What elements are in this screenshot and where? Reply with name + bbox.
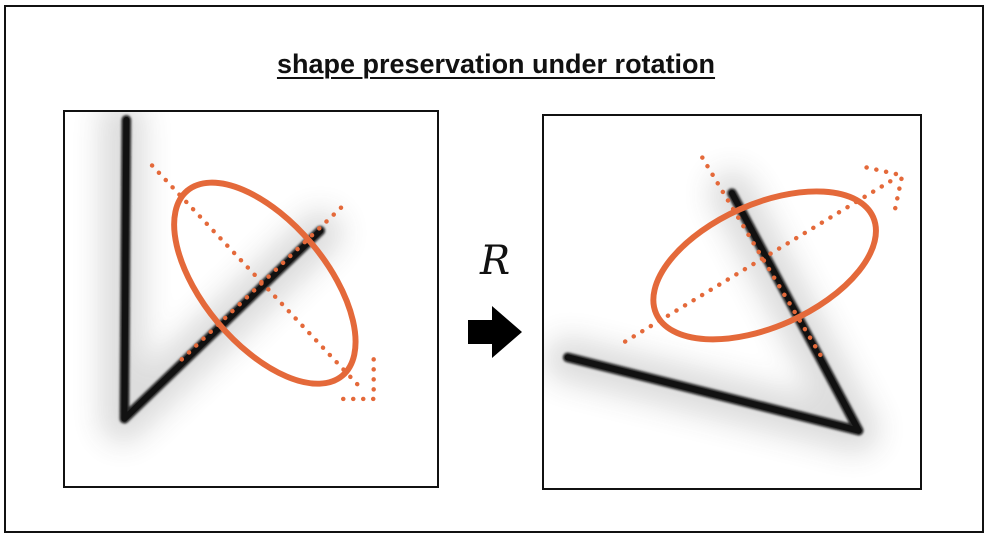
major-axis [149, 163, 376, 402]
figure-title: shape preservation under rotation [276, 49, 716, 79]
covariance-ellipse [171, 179, 359, 387]
minor-axis [700, 155, 826, 362]
charcoal-stroke [119, 114, 326, 424]
major-axis [622, 165, 905, 344]
original-shape-canvas [99, 112, 376, 444]
minor-axis [179, 198, 351, 362]
charcoal-stroke [562, 188, 864, 436]
right-arrow-icon [468, 306, 522, 358]
panel-rotated [542, 114, 922, 490]
rotated-shape-canvas [545, 155, 905, 454]
covariance-ellipse [650, 188, 879, 343]
rotation-operator-label: R [479, 238, 511, 284]
panel-original [63, 110, 439, 488]
figure-frame: shape preservation under rotation [4, 5, 984, 533]
